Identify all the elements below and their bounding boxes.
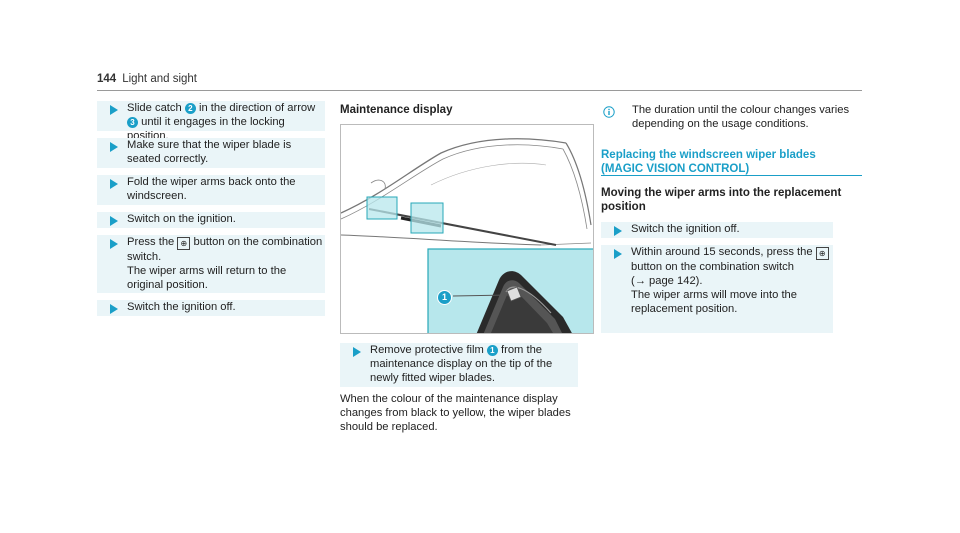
- arrow-icon: [110, 216, 118, 226]
- marker-1: 1: [486, 345, 498, 356]
- windscreen-drawing: [341, 138, 593, 333]
- arrow-icon: [110, 142, 118, 152]
- marker-3: 3: [127, 117, 138, 128]
- arrow-icon: [614, 226, 622, 236]
- info-note: The duration until the colour changes va…: [632, 104, 850, 130]
- arrow-icon: [353, 347, 361, 357]
- step-right-ignition-off: Switch the ignition off.: [601, 222, 833, 238]
- wiper-icon: ⊕: [815, 247, 829, 260]
- step-ignition-off: Switch the ignition off.: [97, 300, 325, 316]
- step-press-button: Press the ⊕ button on the combination sw…: [97, 235, 325, 293]
- arrow-icon: [110, 105, 118, 115]
- arrow-icon: [110, 239, 118, 249]
- step-slide-catch: Slide catch 2 in the direction of arrow …: [97, 101, 325, 142]
- maintenance-paragraph: When the colour of the maintenance displ…: [340, 393, 571, 433]
- arrow-icon: [110, 179, 118, 189]
- page-number: 144: [97, 73, 117, 85]
- step-right-press-button: Within around 15 seconds, press the ⊕ bu…: [601, 245, 833, 333]
- step-fold-arms: Fold the wiper arms back onto the windsc…: [97, 175, 325, 205]
- arrow-icon: [614, 249, 622, 259]
- step-ignition-on: Switch on the ignition.: [97, 212, 325, 228]
- section-title: Light and sight: [122, 73, 197, 85]
- marker-2: 2: [184, 103, 196, 114]
- step-remove-film: Remove protective film 1 from the mainte…: [340, 343, 578, 387]
- wiper-illustration: 1: [340, 124, 594, 334]
- callout-marker-1: 1: [437, 290, 452, 305]
- wiper-icon: ⊕: [177, 237, 191, 250]
- page-reference-link[interactable]: (→ page 142).: [631, 275, 703, 287]
- header-rule: [97, 90, 862, 91]
- step-seat-blade: Make sure that the wiper blade is seated…: [97, 138, 325, 168]
- subheading: Moving the wiper arms into the replaceme…: [601, 187, 842, 213]
- maintenance-display-heading: Maintenance display: [340, 104, 453, 116]
- info-icon: [603, 106, 615, 118]
- section-heading: Replacing the windscreen wiper blades (M…: [601, 149, 816, 175]
- page-header: 144 Light and sight: [97, 73, 197, 85]
- section-underline: [601, 175, 862, 176]
- arrow-icon: [110, 304, 118, 314]
